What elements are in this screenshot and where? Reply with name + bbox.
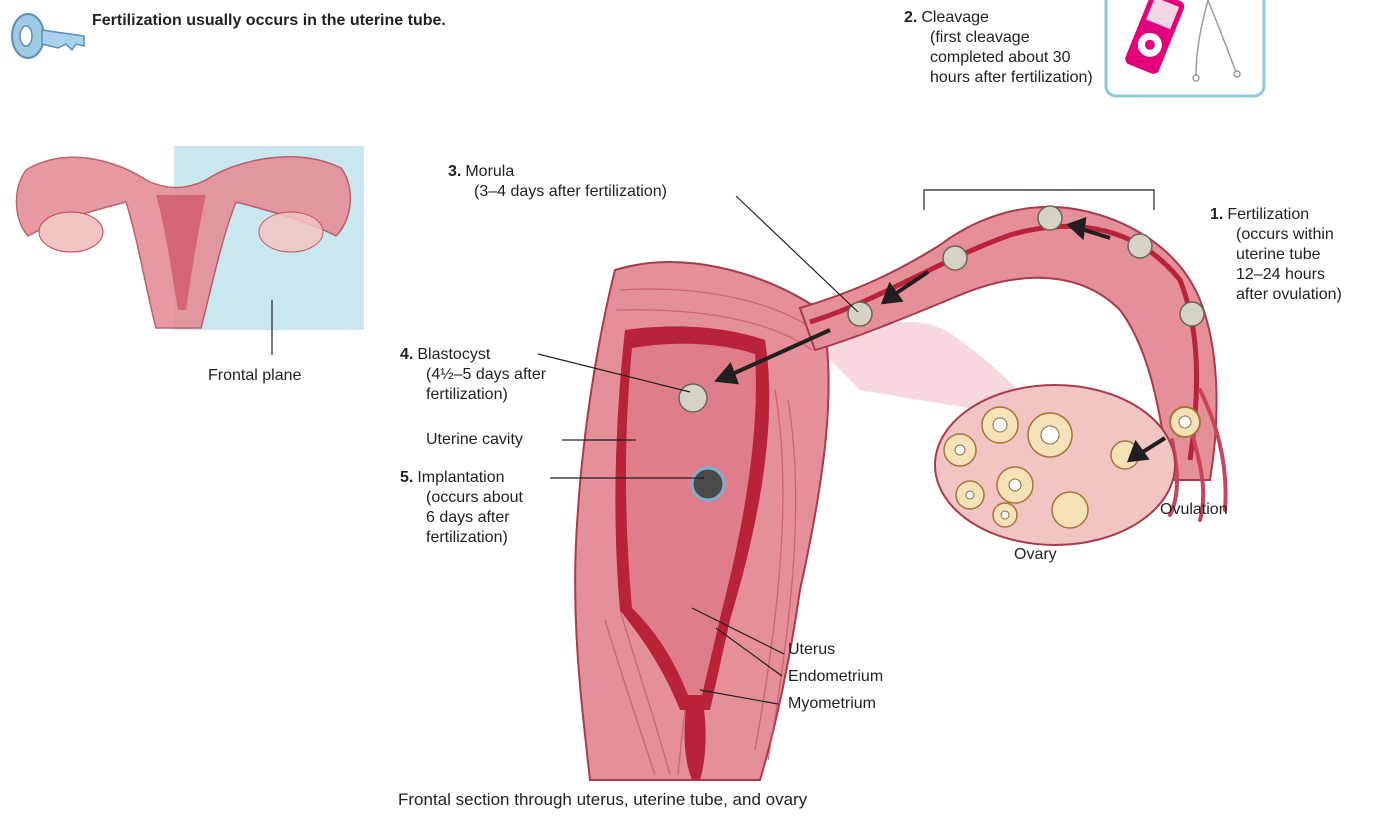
label-ovulation: Ovulation (1160, 500, 1228, 520)
label-uterine-cavity: Uterine cavity (426, 430, 523, 450)
label-cleavage: 2.Cleavage (first cleavage completed abo… (904, 8, 1093, 88)
label-endometrium: Endometrium (788, 667, 883, 687)
figure-caption: Frontal section through uterus, uterine … (398, 790, 807, 810)
label-fertilization: 1.Fertilization (occurs within uterine t… (1210, 205, 1342, 305)
label-blastocyst: 4.Blastocyst (4½–5 days after fertilizat… (400, 345, 546, 405)
uterus-tube-ovary-illustration (560, 190, 1260, 790)
label-uterus: Uterus (788, 640, 835, 660)
label-ovary: Ovary (1014, 545, 1057, 565)
media-player-icon[interactable] (1104, 0, 1266, 98)
inset-uterus-figure (6, 140, 366, 330)
label-implantation: 5.Implantation (occurs about 6 days afte… (400, 468, 523, 548)
key-icon (6, 6, 88, 66)
frontal-plane-label: Frontal plane (208, 366, 301, 386)
label-myometrium: Myometrium (788, 694, 876, 714)
label-morula: 3.Morula (3–4 days after fertilization) (448, 162, 667, 202)
page-title: Fertilization usually occurs in the uter… (92, 12, 446, 30)
